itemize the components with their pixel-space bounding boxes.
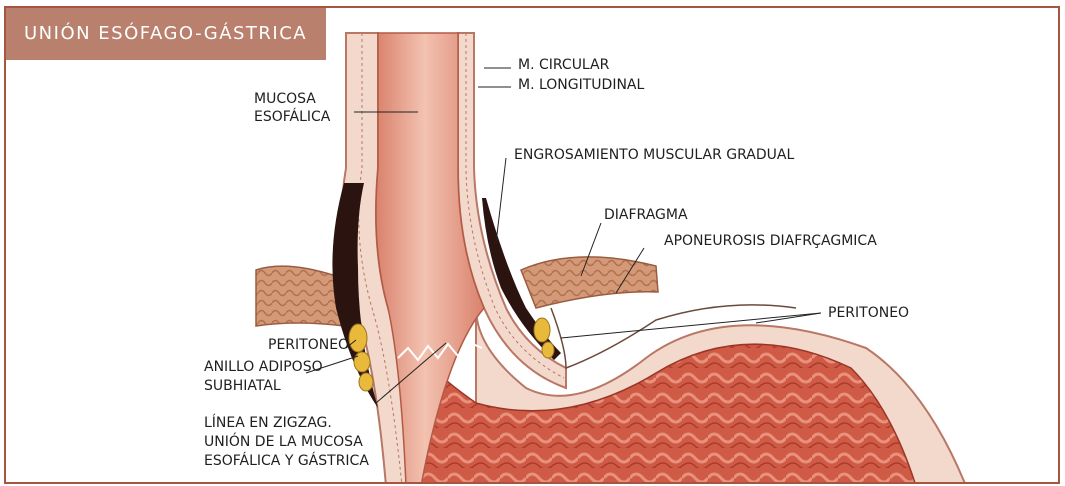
figure-frame: UNIÓN ESÓFAGO-GÁSTRICA <box>4 6 1060 484</box>
label-anillo-1: ANILLO ADIPOSO <box>204 358 323 377</box>
label-engrosamiento: ENGROSAMIENTO MUSCULAR GRADUAL <box>514 146 794 165</box>
label-mucosa-1: MUCOSA <box>254 90 316 109</box>
label-peritoneo-right: PERITONEO <box>828 304 909 323</box>
label-linea-1: LÍNEA EN ZIGZAG. <box>204 414 332 433</box>
label-anillo-2: SUBHIATAL <box>204 377 281 396</box>
label-diafragma: DIAFRAGMA <box>604 206 688 225</box>
label-linea-2: UNIÓN DE LA MUCOSA <box>204 433 363 452</box>
label-m-longitudinal: M. LONGITUDINAL <box>518 76 644 95</box>
figure-title: UNIÓN ESÓFAGO-GÁSTRICA <box>6 8 326 60</box>
label-m-circular: M. CIRCULAR <box>518 56 609 75</box>
diaphragm-left <box>256 266 344 326</box>
label-mucosa-2: ESOFÁLICA <box>254 108 330 127</box>
label-aponeurosis: APONEUROSIS DIAFRÇAGMICA <box>664 232 877 251</box>
label-peritoneo-left: PERITONEO <box>268 336 349 355</box>
label-linea-3: ESOFÁLICA Y GÁSTRICA <box>204 452 369 471</box>
diaphragm-right <box>521 257 658 308</box>
